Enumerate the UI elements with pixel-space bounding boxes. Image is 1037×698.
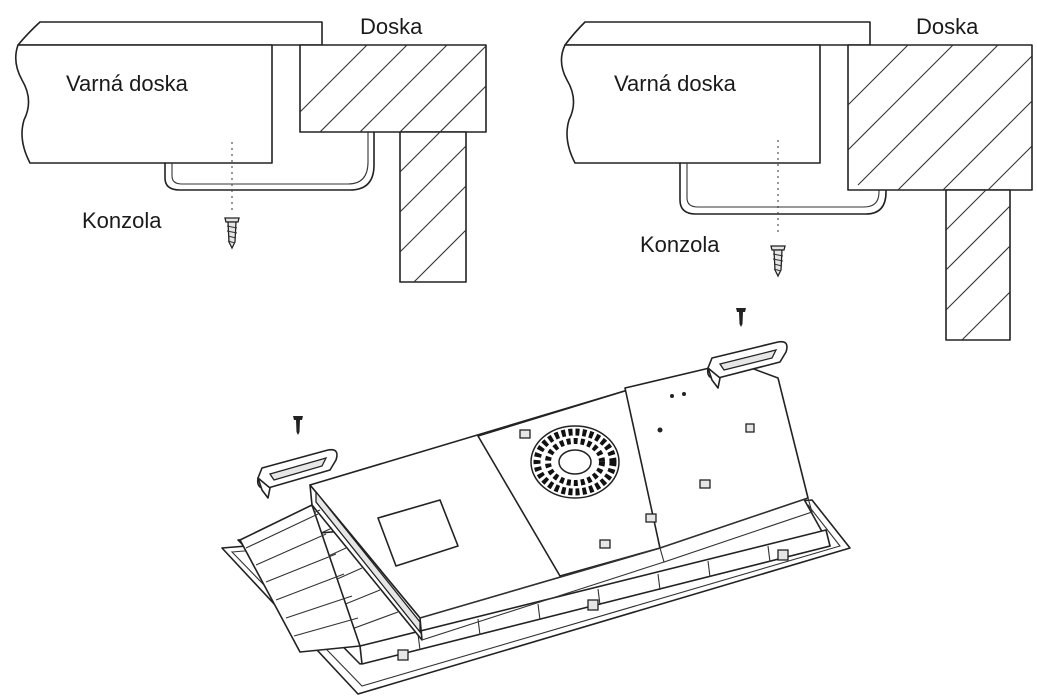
vent-grille <box>239 490 421 653</box>
bracket-label: Konzola <box>82 208 162 233</box>
hob-underside-assembly <box>221 361 851 695</box>
counter-left <box>299 44 487 283</box>
counter-label: Doska <box>360 14 423 39</box>
hob-top-plate-right <box>564 21 871 46</box>
skirt-panels <box>359 529 831 665</box>
screw-icon <box>736 308 746 327</box>
hob-body-right <box>560 44 821 164</box>
hob-label: Varná doska <box>614 71 737 96</box>
screw-icon <box>224 217 240 250</box>
screw-icon <box>770 245 786 278</box>
mounting-clip-right <box>706 340 788 389</box>
hob-label: Varná doska <box>66 71 189 96</box>
rating-label <box>377 499 459 567</box>
fan-icon <box>530 425 620 499</box>
detail-left: Doska Varná doska Konzola <box>14 14 487 283</box>
counter-label: Doska <box>916 14 979 39</box>
mounting-clip-left <box>256 448 338 499</box>
counter-right <box>847 44 1033 341</box>
bracket-label: Konzola <box>640 232 720 257</box>
bracket-right <box>679 162 887 215</box>
screw-icon <box>293 416 303 435</box>
bracket-left <box>164 131 375 191</box>
hob-top-plate-left <box>17 21 323 46</box>
hob-body-left <box>14 44 273 164</box>
detail-right: Doska Varná doska Konzola <box>560 14 1033 341</box>
